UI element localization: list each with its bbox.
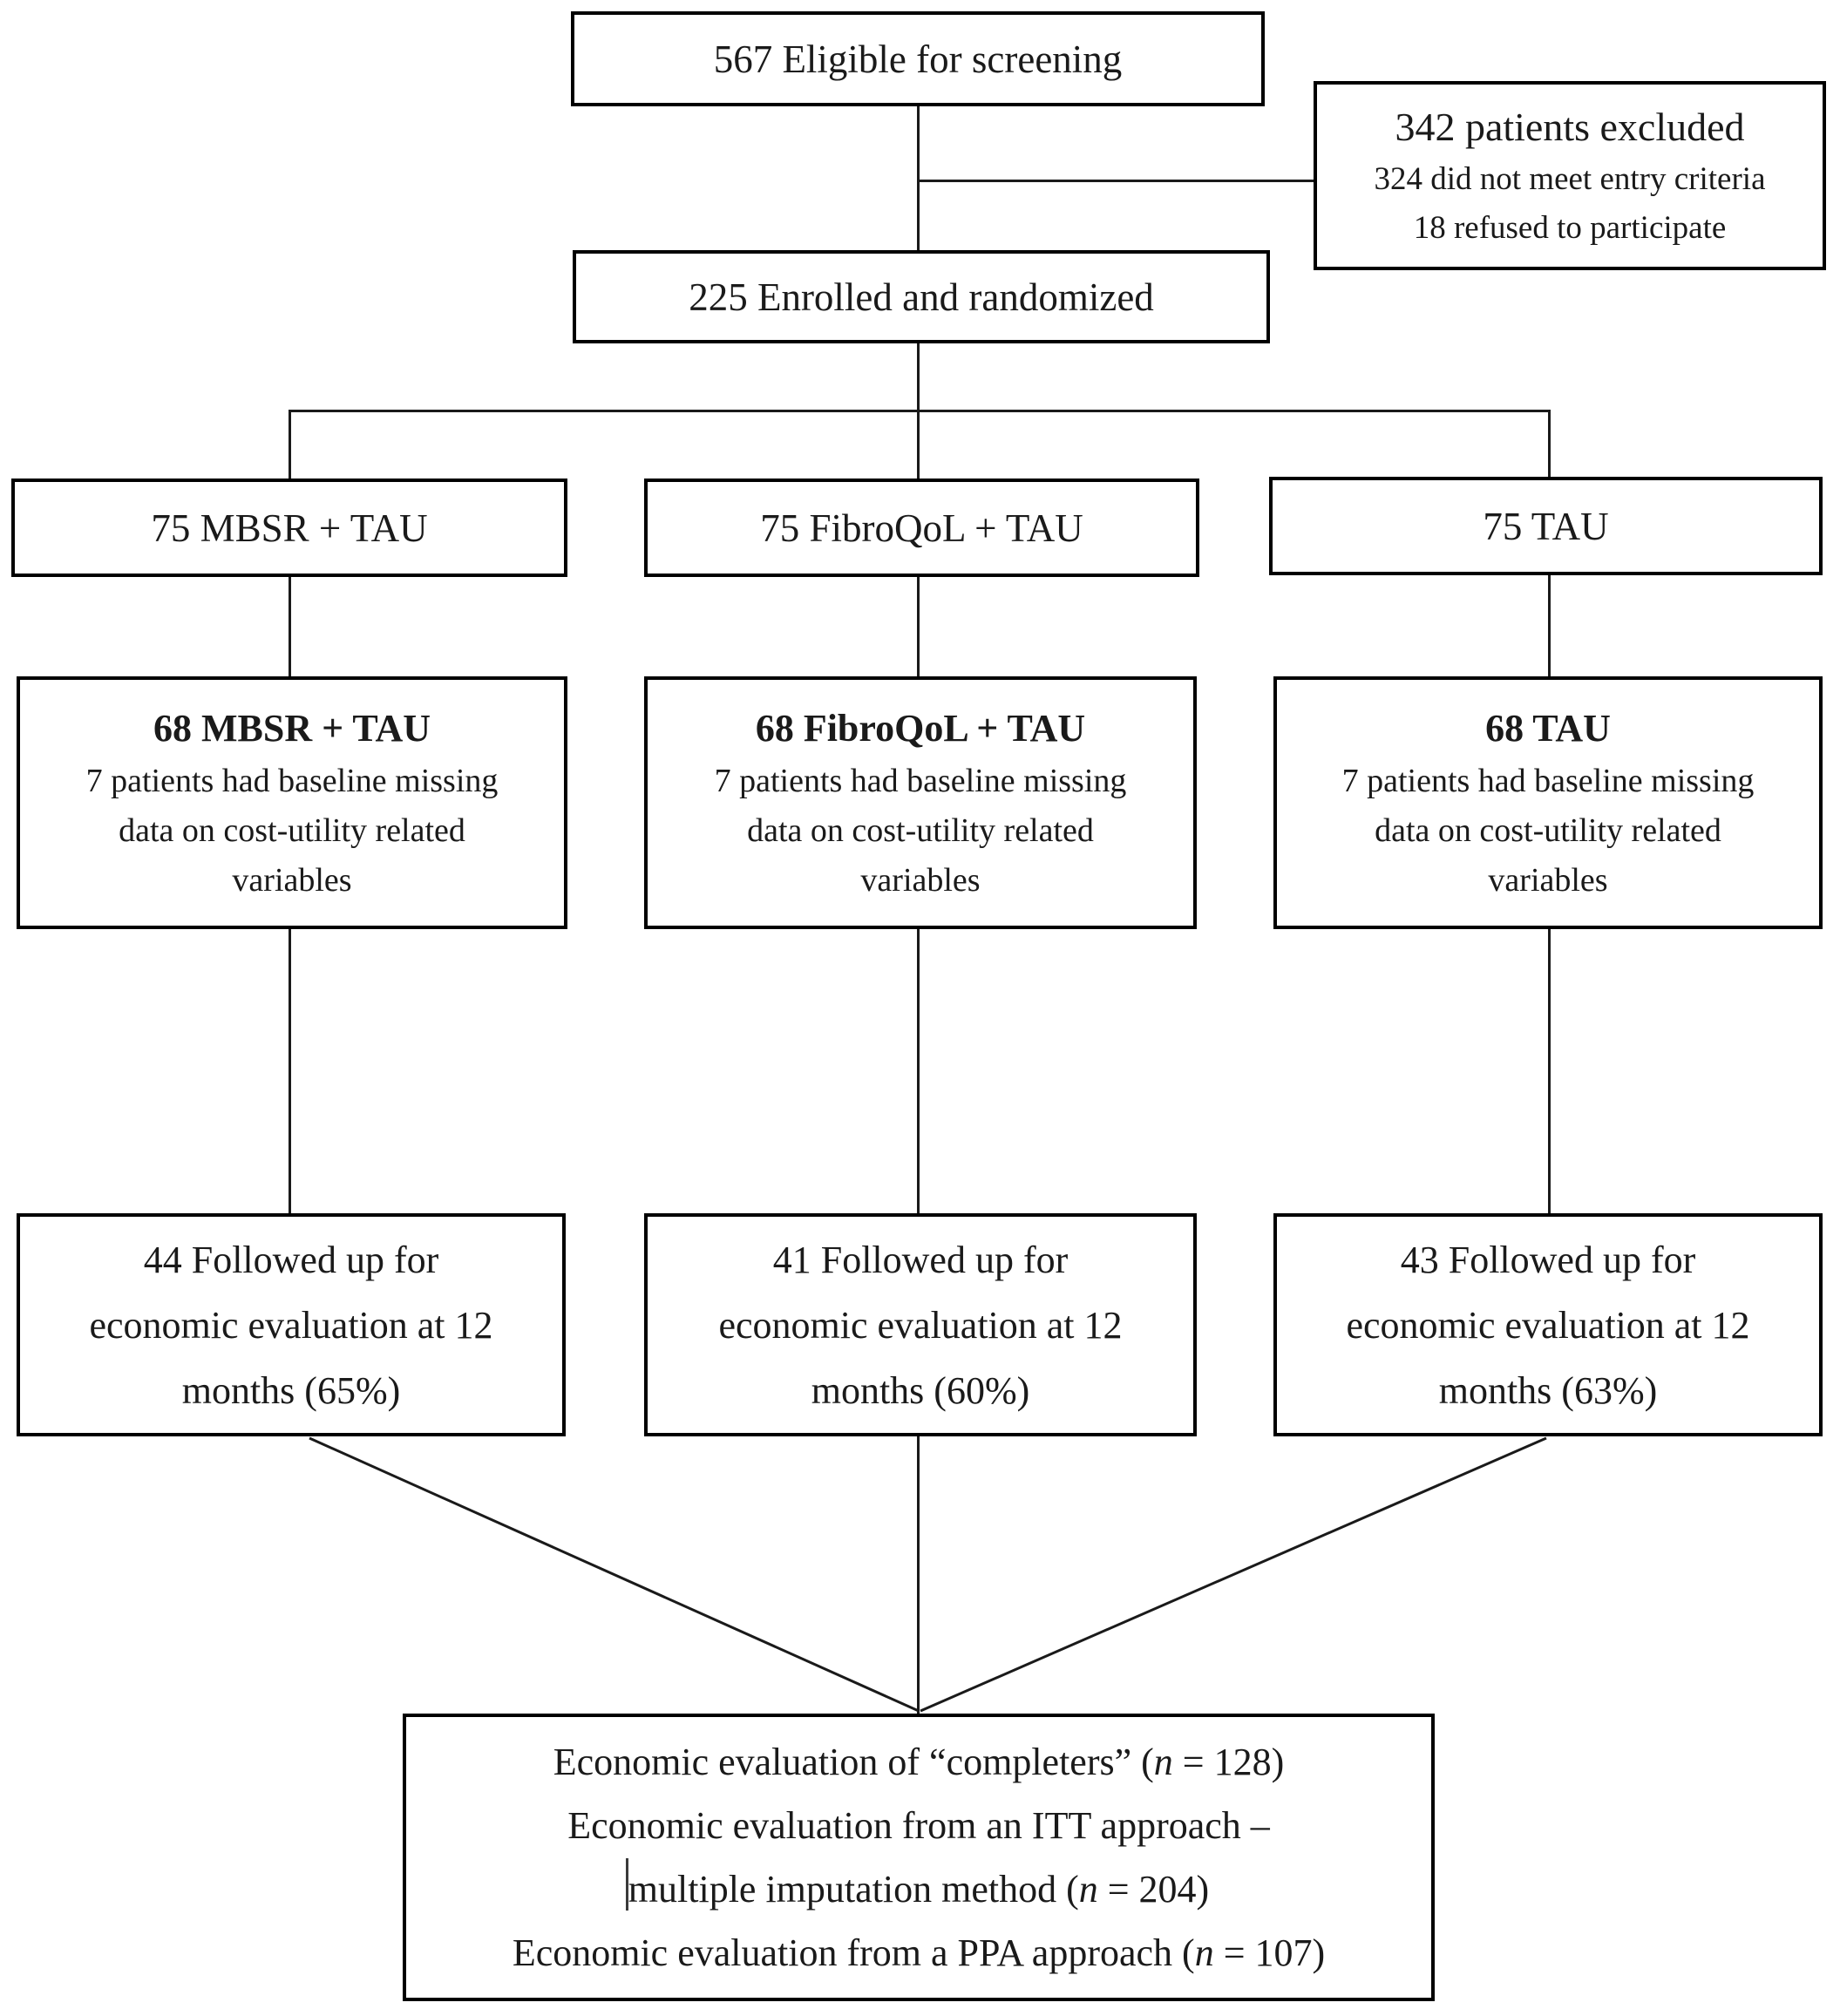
connector-randomized-down <box>917 343 920 412</box>
followup-line: months (65%) <box>181 1368 401 1412</box>
followup-line: months (63%) <box>1438 1368 1658 1412</box>
allocation-box-mbsr: 75 MBSR + TAU <box>11 479 567 577</box>
excluded-box: 342 patients excluded 324 did not meet e… <box>1314 81 1826 270</box>
excluded-reason: 324 did not meet entry criteria <box>1374 160 1766 197</box>
final-line-text: Economic evaluation of “completers” ( <box>553 1741 1154 1783</box>
allocation-label: 75 MBSR + TAU <box>151 506 428 550</box>
economic-evaluation-box: Economic evaluation of “completers” (n =… <box>403 1714 1435 2001</box>
diagonal-left-to-final <box>309 1436 920 1713</box>
final-line-text: multiple imputation method ( <box>628 1868 1079 1911</box>
followup-line: 41 Followed up for <box>772 1238 1069 1281</box>
baseline-heading: 68 MBSR + TAU <box>153 706 431 750</box>
baseline-box-tau: 68 TAU 7 patients had baseline missing d… <box>1273 676 1823 929</box>
final-line-ppa: Economic evaluation from a PPA approach … <box>513 1921 1325 1985</box>
baseline-note-line: variables <box>860 861 981 899</box>
baseline-box-mbsr: 68 MBSR + TAU 7 patients had baseline mi… <box>17 676 567 929</box>
followup-line: economic evaluation at 12 <box>1346 1303 1750 1347</box>
followup-box-mbsr: 44 Followed up for economic evaluation a… <box>17 1213 566 1436</box>
connector-right-to-followup <box>1548 927 1551 1215</box>
final-line-itt: Economic evaluation from an ITT approach… <box>567 1804 1270 1847</box>
final-line-text: = 107) <box>1213 1931 1326 1974</box>
final-line-completers: Economic evaluation of “completers” (n =… <box>553 1730 1285 1794</box>
connector-arm-mid-down <box>917 410 920 481</box>
followup-line: economic evaluation at 12 <box>89 1303 493 1347</box>
baseline-note-line: 7 patients had baseline missing <box>1341 762 1755 799</box>
connector-arm-left-down <box>289 410 291 481</box>
baseline-note-line: data on cost-utility related <box>1375 811 1721 849</box>
followup-line: 43 Followed up for <box>1400 1238 1696 1281</box>
baseline-box-fibroqol: 68 FibroQoL + TAU 7 patients had baselin… <box>644 676 1197 929</box>
allocation-label: 75 FibroQoL + TAU <box>760 506 1083 550</box>
followup-box-fibroqol: 41 Followed up for economic evaluation a… <box>644 1213 1197 1436</box>
randomized-label: 225 Enrolled and randomized <box>689 275 1154 319</box>
connector-arm-right-down <box>1548 410 1551 481</box>
connector-mid-to-final <box>917 1435 920 1714</box>
connector-left-to-baseline <box>289 575 291 678</box>
connector-to-excluded <box>917 180 1316 182</box>
final-line-text: = 128) <box>1172 1741 1285 1783</box>
randomized-box: 225 Enrolled and randomized <box>573 250 1270 343</box>
text-cursor-artifact <box>626 1858 628 1911</box>
final-line-imputation: multiple imputation method (n = 204) <box>628 1857 1209 1921</box>
n-symbol: n <box>1153 1741 1173 1783</box>
baseline-note-line: 7 patients had baseline missing <box>85 762 499 799</box>
followup-line: months (60%) <box>811 1368 1030 1412</box>
baseline-note-line: variables <box>1488 861 1608 899</box>
allocation-label: 75 TAU <box>1483 504 1609 548</box>
final-line-text: Economic evaluation from a PPA approach … <box>512 1931 1195 1974</box>
excluded-heading: 342 patients excluded <box>1395 104 1745 149</box>
baseline-note-line: variables <box>232 861 352 899</box>
connector-mid-to-followup <box>917 927 920 1215</box>
connector-arms-horizontal <box>289 410 1551 412</box>
baseline-note-line: data on cost-utility related <box>119 811 465 849</box>
screening-label: 567 Eligible for screening <box>713 37 1123 81</box>
followup-line: economic evaluation at 12 <box>718 1303 1123 1347</box>
followup-box-tau: 43 Followed up for economic evaluation a… <box>1273 1213 1823 1436</box>
n-symbol: n <box>1194 1931 1214 1974</box>
allocation-box-tau: 75 TAU <box>1269 477 1823 575</box>
n-symbol: n <box>1078 1868 1098 1911</box>
followup-line: 44 Followed up for <box>143 1238 439 1281</box>
baseline-note-line: data on cost-utility related <box>747 811 1094 849</box>
connector-left-to-followup <box>289 927 291 1215</box>
allocation-box-fibroqol: 75 FibroQoL + TAU <box>644 479 1199 577</box>
connector-screening-to-randomized <box>917 105 920 252</box>
connector-right-to-baseline <box>1548 575 1551 678</box>
excluded-reason: 18 refused to participate <box>1413 209 1727 246</box>
final-line-text: = 204) <box>1097 1868 1210 1911</box>
diagonal-right-to-final <box>920 1436 1547 1713</box>
screening-box: 567 Eligible for screening <box>571 11 1265 106</box>
baseline-heading: 68 FibroQoL + TAU <box>755 706 1086 750</box>
baseline-heading: 68 TAU <box>1485 706 1611 750</box>
baseline-note-line: 7 patients had baseline missing <box>714 762 1127 799</box>
connector-mid-to-baseline <box>917 575 920 678</box>
